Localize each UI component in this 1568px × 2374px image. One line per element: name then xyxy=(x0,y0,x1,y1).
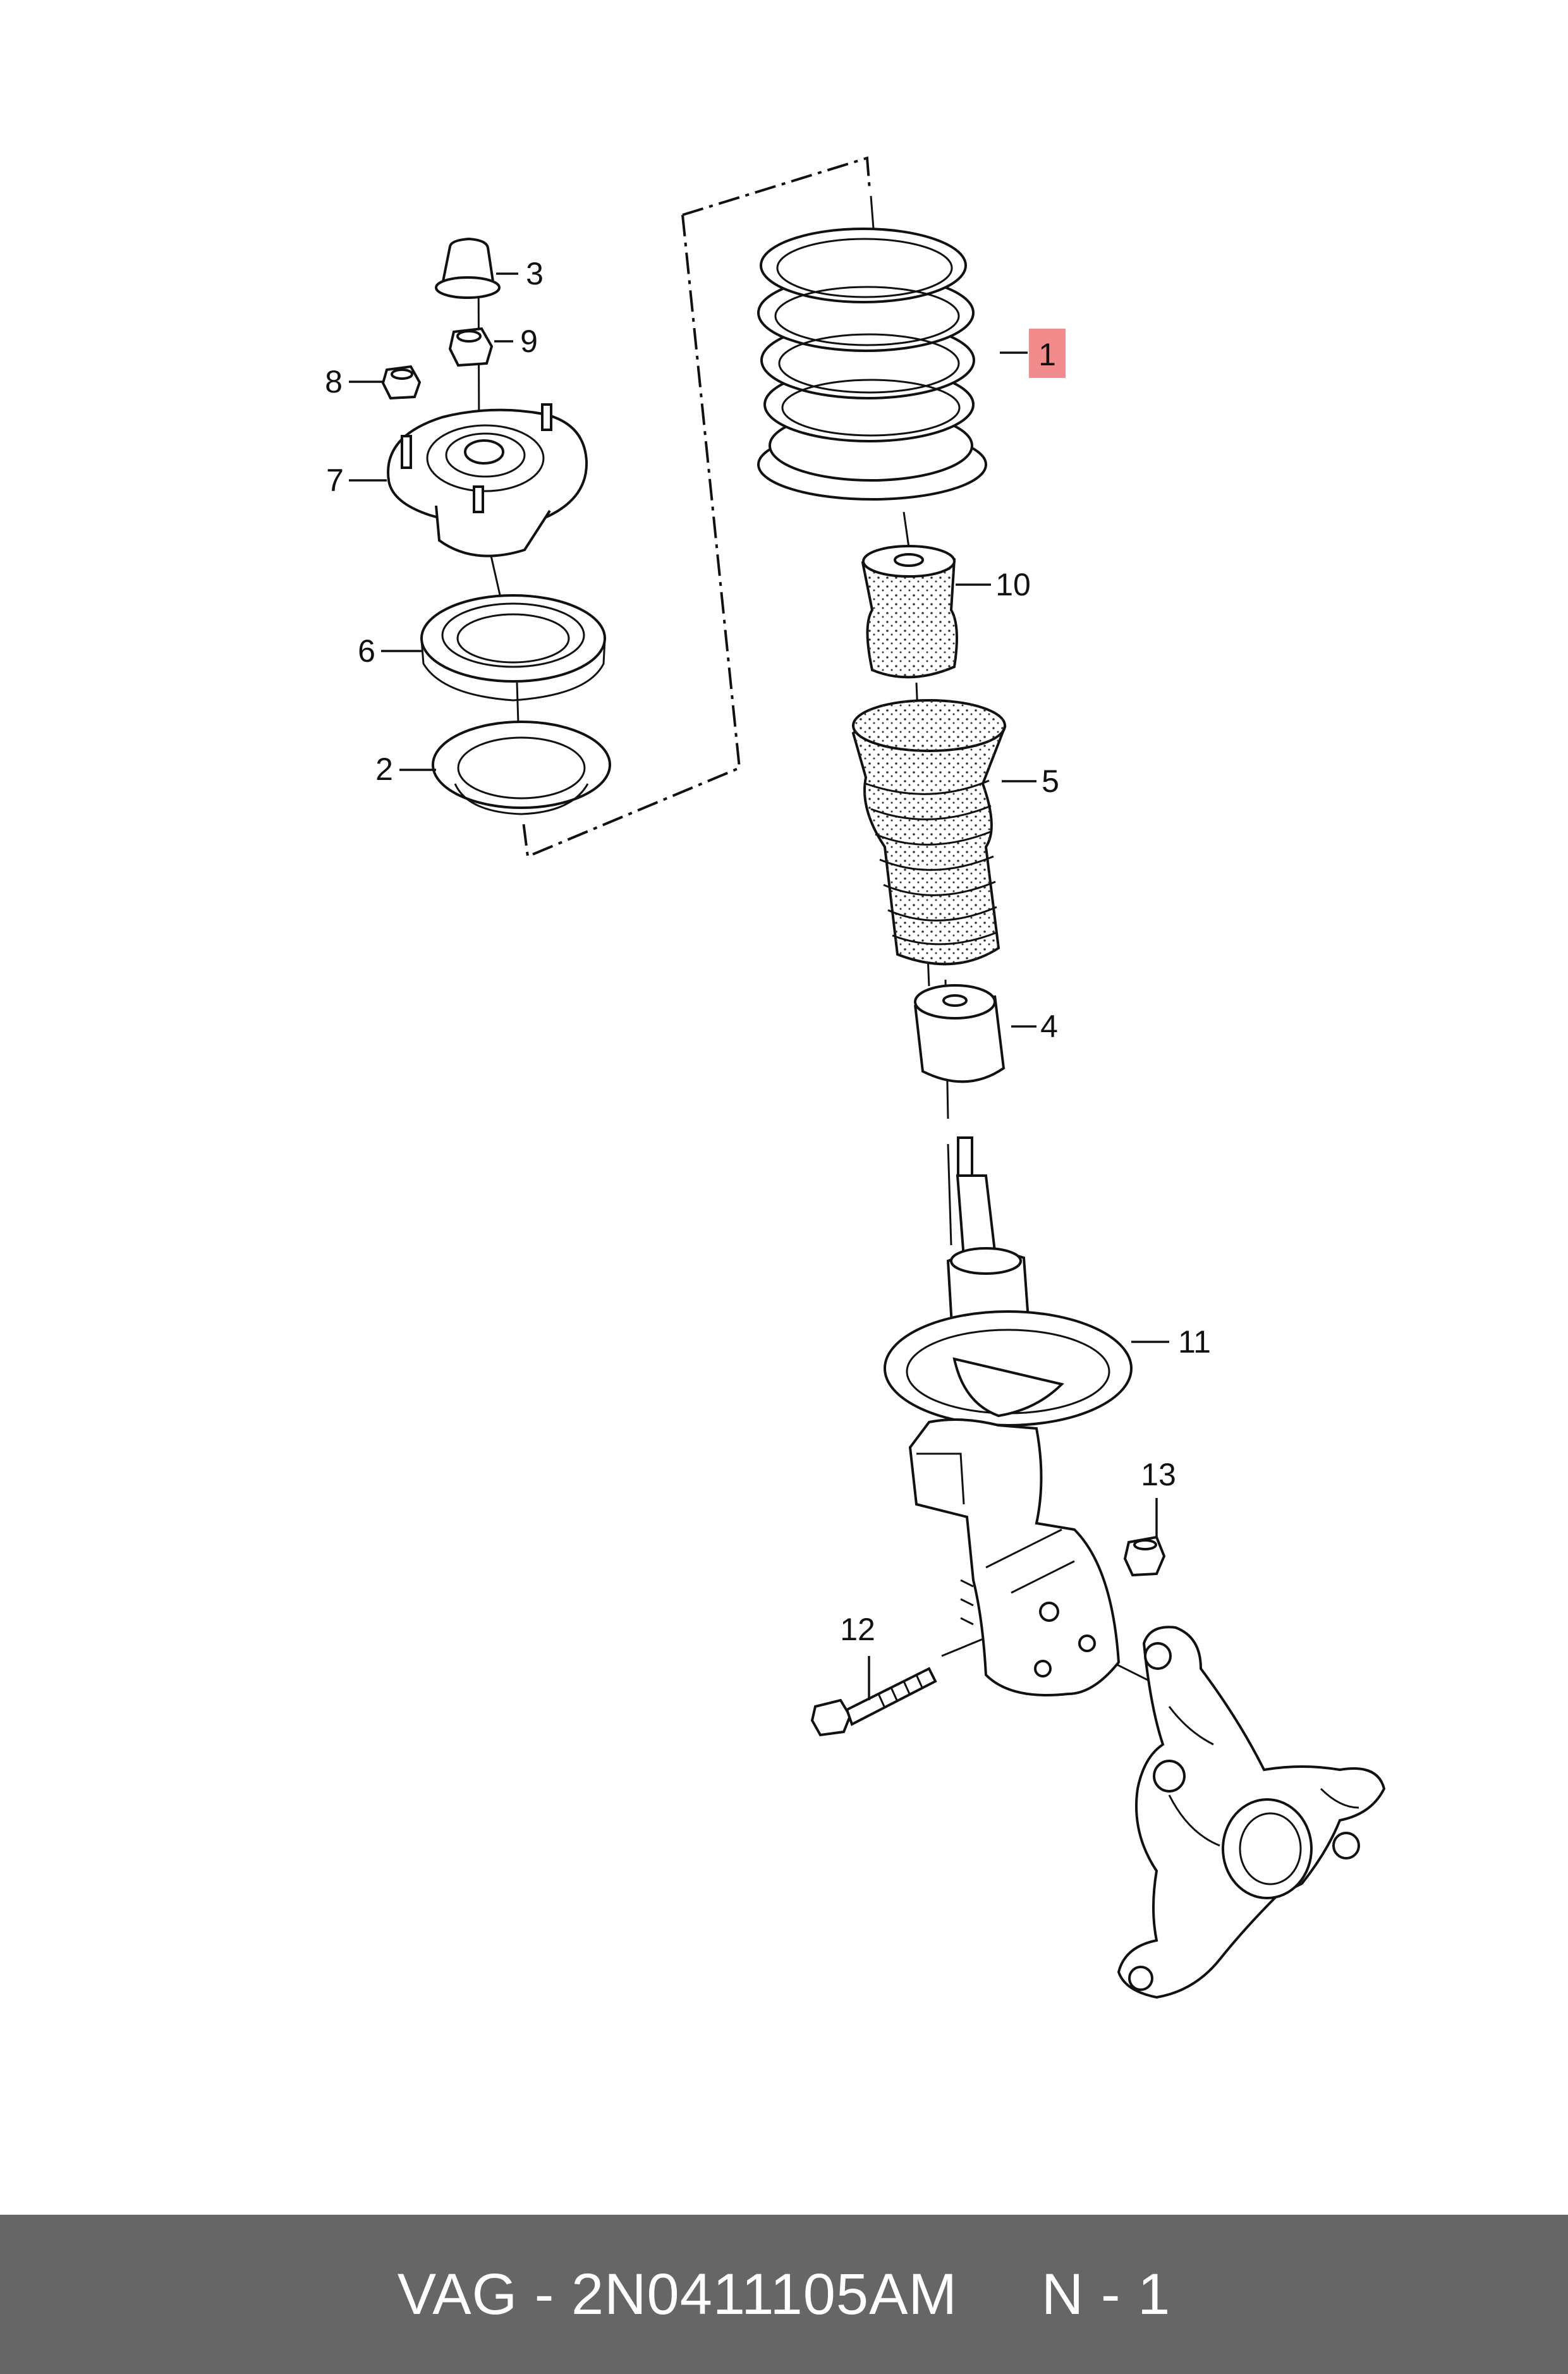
callout-13: 13 xyxy=(1141,1457,1176,1492)
callout-11: 11 xyxy=(1178,1324,1211,1360)
part-9-nut xyxy=(448,327,494,367)
callout-3: 3 xyxy=(526,256,544,291)
callout-10: 10 xyxy=(995,567,1031,602)
callout-1: 1 xyxy=(1038,337,1056,372)
part-6-bearing xyxy=(420,594,606,702)
part-2-spring-seat xyxy=(432,721,611,815)
callout-8: 8 xyxy=(325,364,343,399)
part-4-sleeve xyxy=(914,984,1006,1083)
part-8-nut xyxy=(381,365,422,400)
leader-lines xyxy=(349,272,1169,1700)
callout-5: 5 xyxy=(1042,764,1059,799)
footer-position: N - 1 xyxy=(1041,2261,1171,2327)
callout-12: 12 xyxy=(840,1612,875,1647)
part-12-bolt xyxy=(810,1667,937,1737)
callout-2: 2 xyxy=(375,752,393,787)
footer-bar: VAG - 2N0411105AM N - 1 xyxy=(0,2215,1568,2374)
callout-7: 7 xyxy=(326,463,344,498)
part-1-coil-spring xyxy=(757,228,987,501)
part-11-strut xyxy=(884,1136,1133,1696)
callout-4: 4 xyxy=(1040,1009,1058,1044)
steering-knuckle xyxy=(1117,1626,1386,1999)
part-13-nut xyxy=(1123,1535,1166,1577)
footer-part-number: 2N0411105AM xyxy=(571,2261,958,2327)
callout-6: 6 xyxy=(358,633,375,669)
part-7-top-mount xyxy=(387,403,588,557)
part-10-bump-stop xyxy=(861,545,958,679)
part-3-cap xyxy=(435,237,501,299)
exploded-strut-diagram: 1 2 3 4 5 6 7 8 9 10 11 12 13 xyxy=(325,156,1386,1999)
part-5-dust-boot xyxy=(851,699,1007,966)
assembly-boundary xyxy=(522,156,871,858)
footer-brand: VAG xyxy=(397,2261,518,2327)
callout-9: 9 xyxy=(520,324,538,359)
footer-gap xyxy=(957,2261,1042,2328)
callout-1-highlight xyxy=(1029,329,1066,378)
footer-separator: - xyxy=(518,2261,571,2327)
